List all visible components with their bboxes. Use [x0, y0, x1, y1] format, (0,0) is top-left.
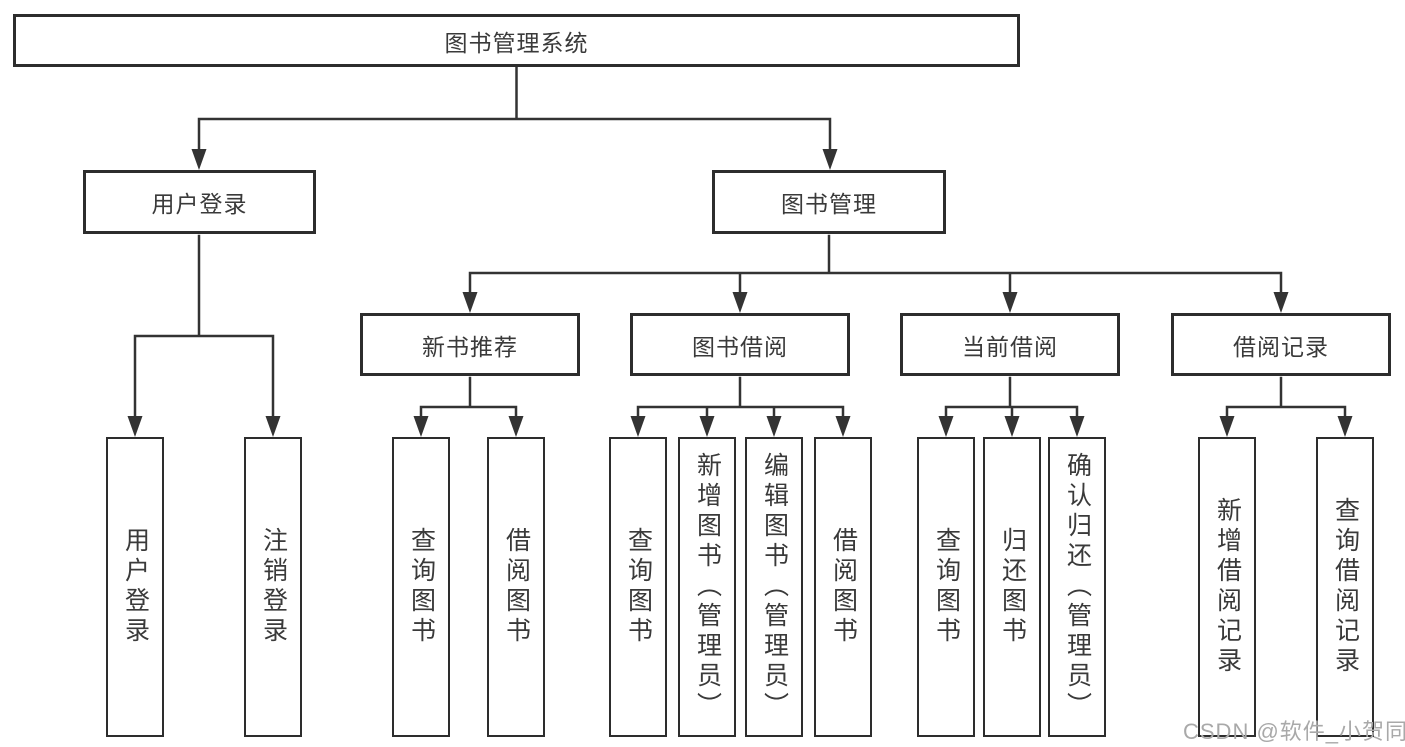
node-label: 新书推荐 [422, 333, 518, 360]
node-label: 归还图书 [998, 527, 1027, 647]
leaf-return-book: 归还图书 [983, 437, 1041, 737]
node-label: 确认归还（管理员） [1063, 452, 1092, 722]
arrowhead [1002, 292, 1018, 313]
node-borrow-records: 借阅记录 [1171, 313, 1391, 376]
arrowhead [191, 149, 207, 170]
node-label: 查询图书 [932, 527, 961, 647]
node-label: 图书管理 [781, 191, 877, 217]
arrowhead [1337, 416, 1353, 437]
arrowhead [732, 292, 748, 313]
connector-current-borrowing [944, 376, 1079, 423]
leaf-user-login: 用户登录 [106, 437, 164, 737]
leaf-add-book-admin: 新增图书（管理员） [678, 437, 736, 737]
connector-new-book-recommend [419, 376, 518, 423]
arrowhead [938, 416, 954, 437]
leaf-add-borrow-record: 新增借阅记录 [1198, 437, 1256, 737]
node-user-login: 用户登录 [83, 170, 316, 234]
leaf-borrow-books-recommend: 借阅图书 [487, 437, 545, 737]
node-label: 借阅图书 [502, 527, 531, 647]
arrowhead [766, 416, 782, 437]
node-label: 借阅图书 [829, 527, 858, 647]
arrowhead [822, 149, 838, 170]
leaf-edit-book-admin: 编辑图书（管理员） [745, 437, 803, 737]
node-label: 用户登录 [151, 191, 248, 217]
leaf-query-books-borrowing: 查询图书 [609, 437, 667, 737]
arrowhead [835, 416, 851, 437]
leaf-query-books-recommend: 查询图书 [392, 437, 450, 737]
arrowhead [462, 292, 478, 313]
node-book-borrowing: 图书借阅 [630, 313, 850, 376]
arrowheads [127, 149, 1353, 437]
connector-root-stem [197, 65, 832, 154]
arrowhead [1069, 416, 1085, 437]
arrowhead [1219, 416, 1235, 437]
node-label: 查询图书 [407, 527, 436, 647]
connector-borrow-records [1225, 376, 1347, 423]
arrowhead [508, 416, 524, 437]
arrowhead [413, 416, 429, 437]
node-current-borrowing: 当前借阅 [900, 313, 1120, 376]
node-label: 注销登录 [259, 527, 288, 647]
node-label: 当前借阅 [962, 333, 1058, 360]
csdn-watermark: CSDN @软件_小贺同学 [1183, 719, 1405, 744]
node-label: 用户登录 [121, 527, 150, 647]
node-book-management: 图书管理 [712, 170, 946, 234]
connector-book-borrowing [636, 376, 845, 423]
node-label: 新增图书（管理员） [693, 452, 722, 722]
leaf-query-books-current: 查询图书 [917, 437, 975, 737]
leaf-confirm-return-admin: 确认归还（管理员） [1048, 437, 1106, 737]
node-label: 查询图书 [624, 527, 653, 647]
arrowhead [265, 416, 281, 437]
leaf-borrow-books-borrowing: 借阅图书 [814, 437, 872, 737]
leaf-query-borrow-record: 查询借阅记录 [1316, 437, 1374, 737]
node-new-book-recommend: 新书推荐 [360, 313, 580, 376]
arrowhead [1273, 292, 1289, 313]
leaf-logout: 注销登录 [244, 437, 302, 737]
node-label: 图书管理系统 [444, 29, 589, 56]
node-label: 图书借阅 [692, 333, 788, 360]
arrowhead [1004, 416, 1020, 437]
node-label: 新增借阅记录 [1213, 497, 1242, 677]
arrowhead [699, 416, 715, 437]
connector-book-management [468, 234, 1283, 298]
arrowhead [630, 416, 646, 437]
node-label: 查询借阅记录 [1331, 497, 1360, 677]
arrowhead [127, 416, 143, 437]
node-label: 编辑图书（管理员） [760, 452, 789, 722]
node-label: 借阅记录 [1233, 333, 1329, 360]
connector-user-login [133, 234, 275, 421]
node-library-management-system: 图书管理系统 [13, 14, 1020, 67]
